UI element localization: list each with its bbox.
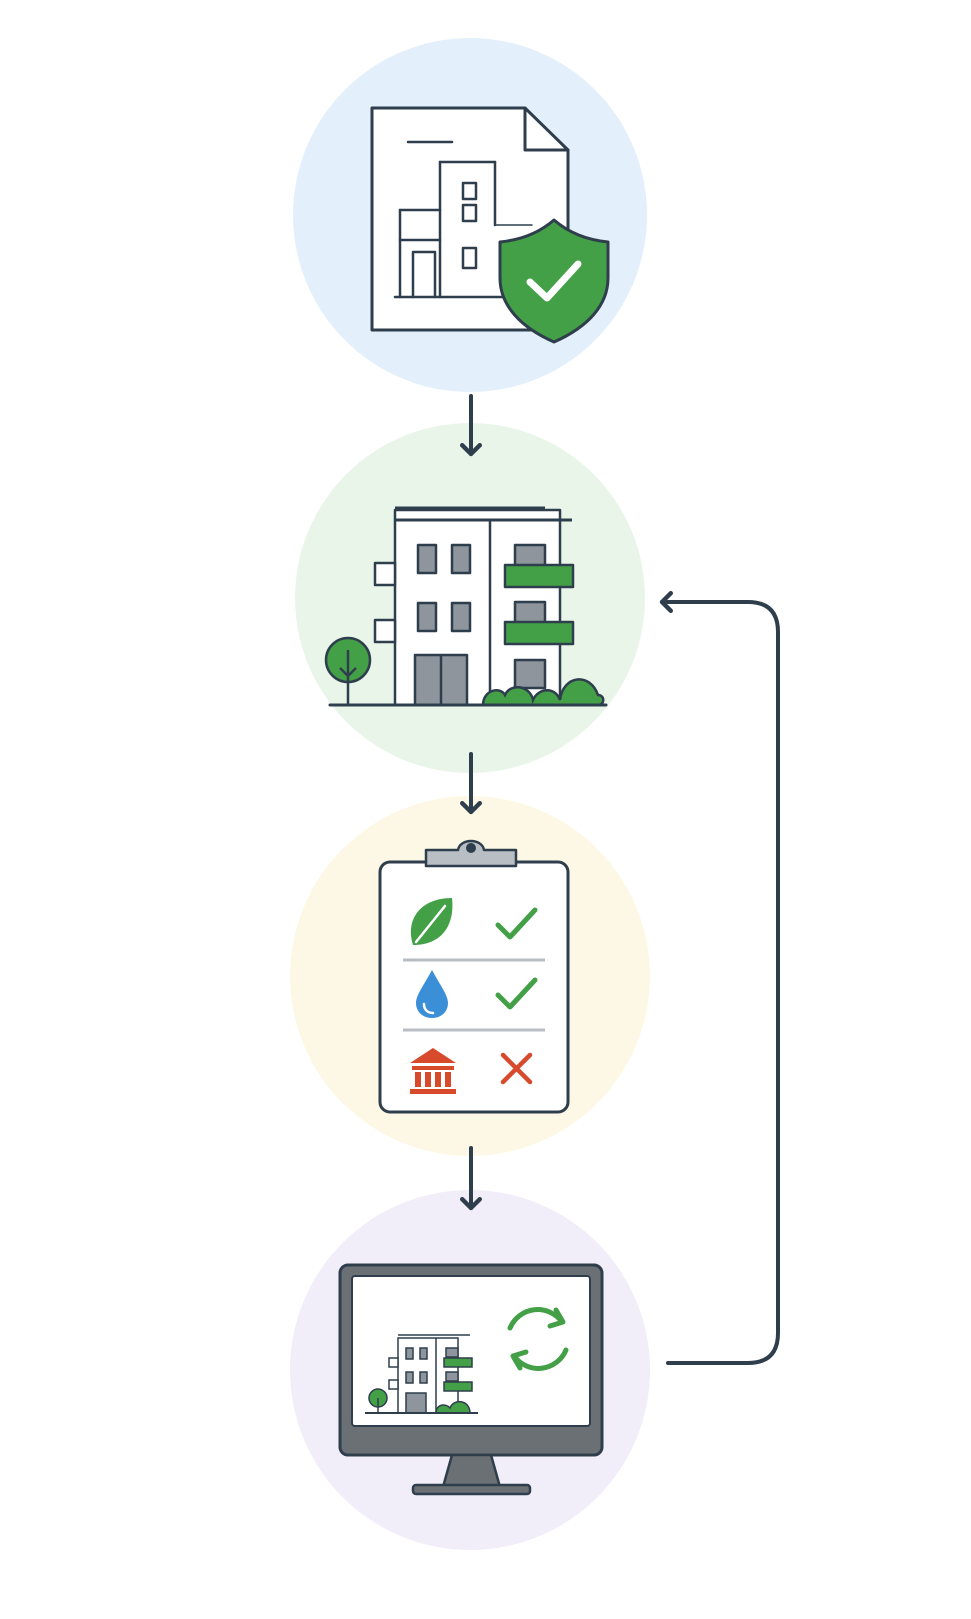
shrubs-icon [481,678,605,707]
check-icon [495,977,538,1010]
refresh-icon [507,1307,569,1371]
flow-arrows [460,394,780,1365]
green-apartment-building-icon [373,506,575,707]
tree-icon [324,636,372,705]
feedback-loop-arrow [659,591,780,1365]
leaf-icon [410,898,453,945]
government-building-icon [410,1048,456,1094]
shield-check-icon [498,218,610,344]
check-icon [495,907,538,940]
monitor-building-icon [365,1334,478,1414]
water-drop-icon [416,970,448,1018]
cross-icon [500,1052,533,1085]
sustainability-checklist-clipboard-icon [378,839,570,1114]
